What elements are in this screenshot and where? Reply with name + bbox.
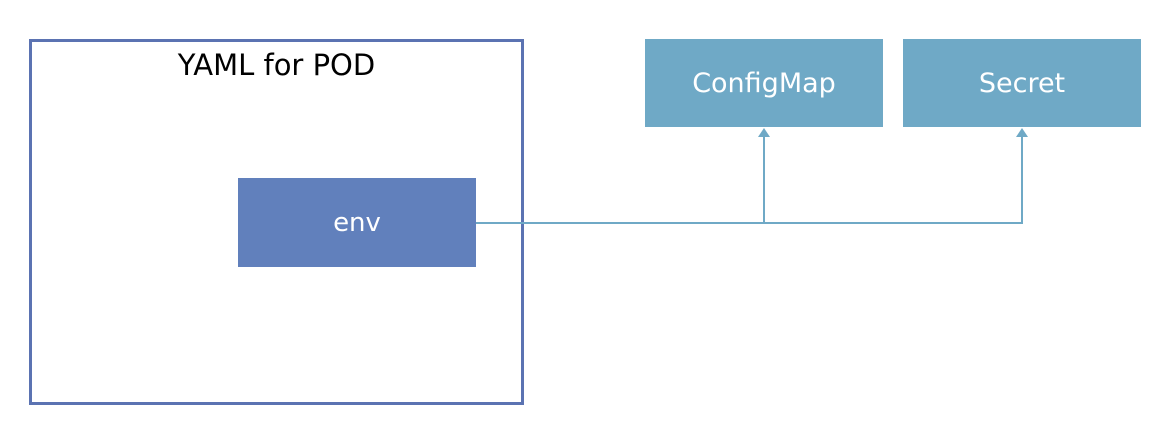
configmap-arrow-icon bbox=[758, 128, 770, 137]
env-to-secret-line bbox=[476, 136, 1023, 224]
configmap-label: ConfigMap bbox=[692, 67, 836, 99]
secret-node: Secret bbox=[903, 39, 1141, 127]
env-label: env bbox=[333, 207, 381, 238]
secret-label: Secret bbox=[978, 67, 1066, 99]
configmap-node: ConfigMap bbox=[645, 39, 883, 127]
secret-arrow-icon bbox=[1016, 128, 1028, 137]
pod-yaml-title: YAML for POD bbox=[177, 48, 376, 82]
env-node: env bbox=[238, 178, 476, 267]
